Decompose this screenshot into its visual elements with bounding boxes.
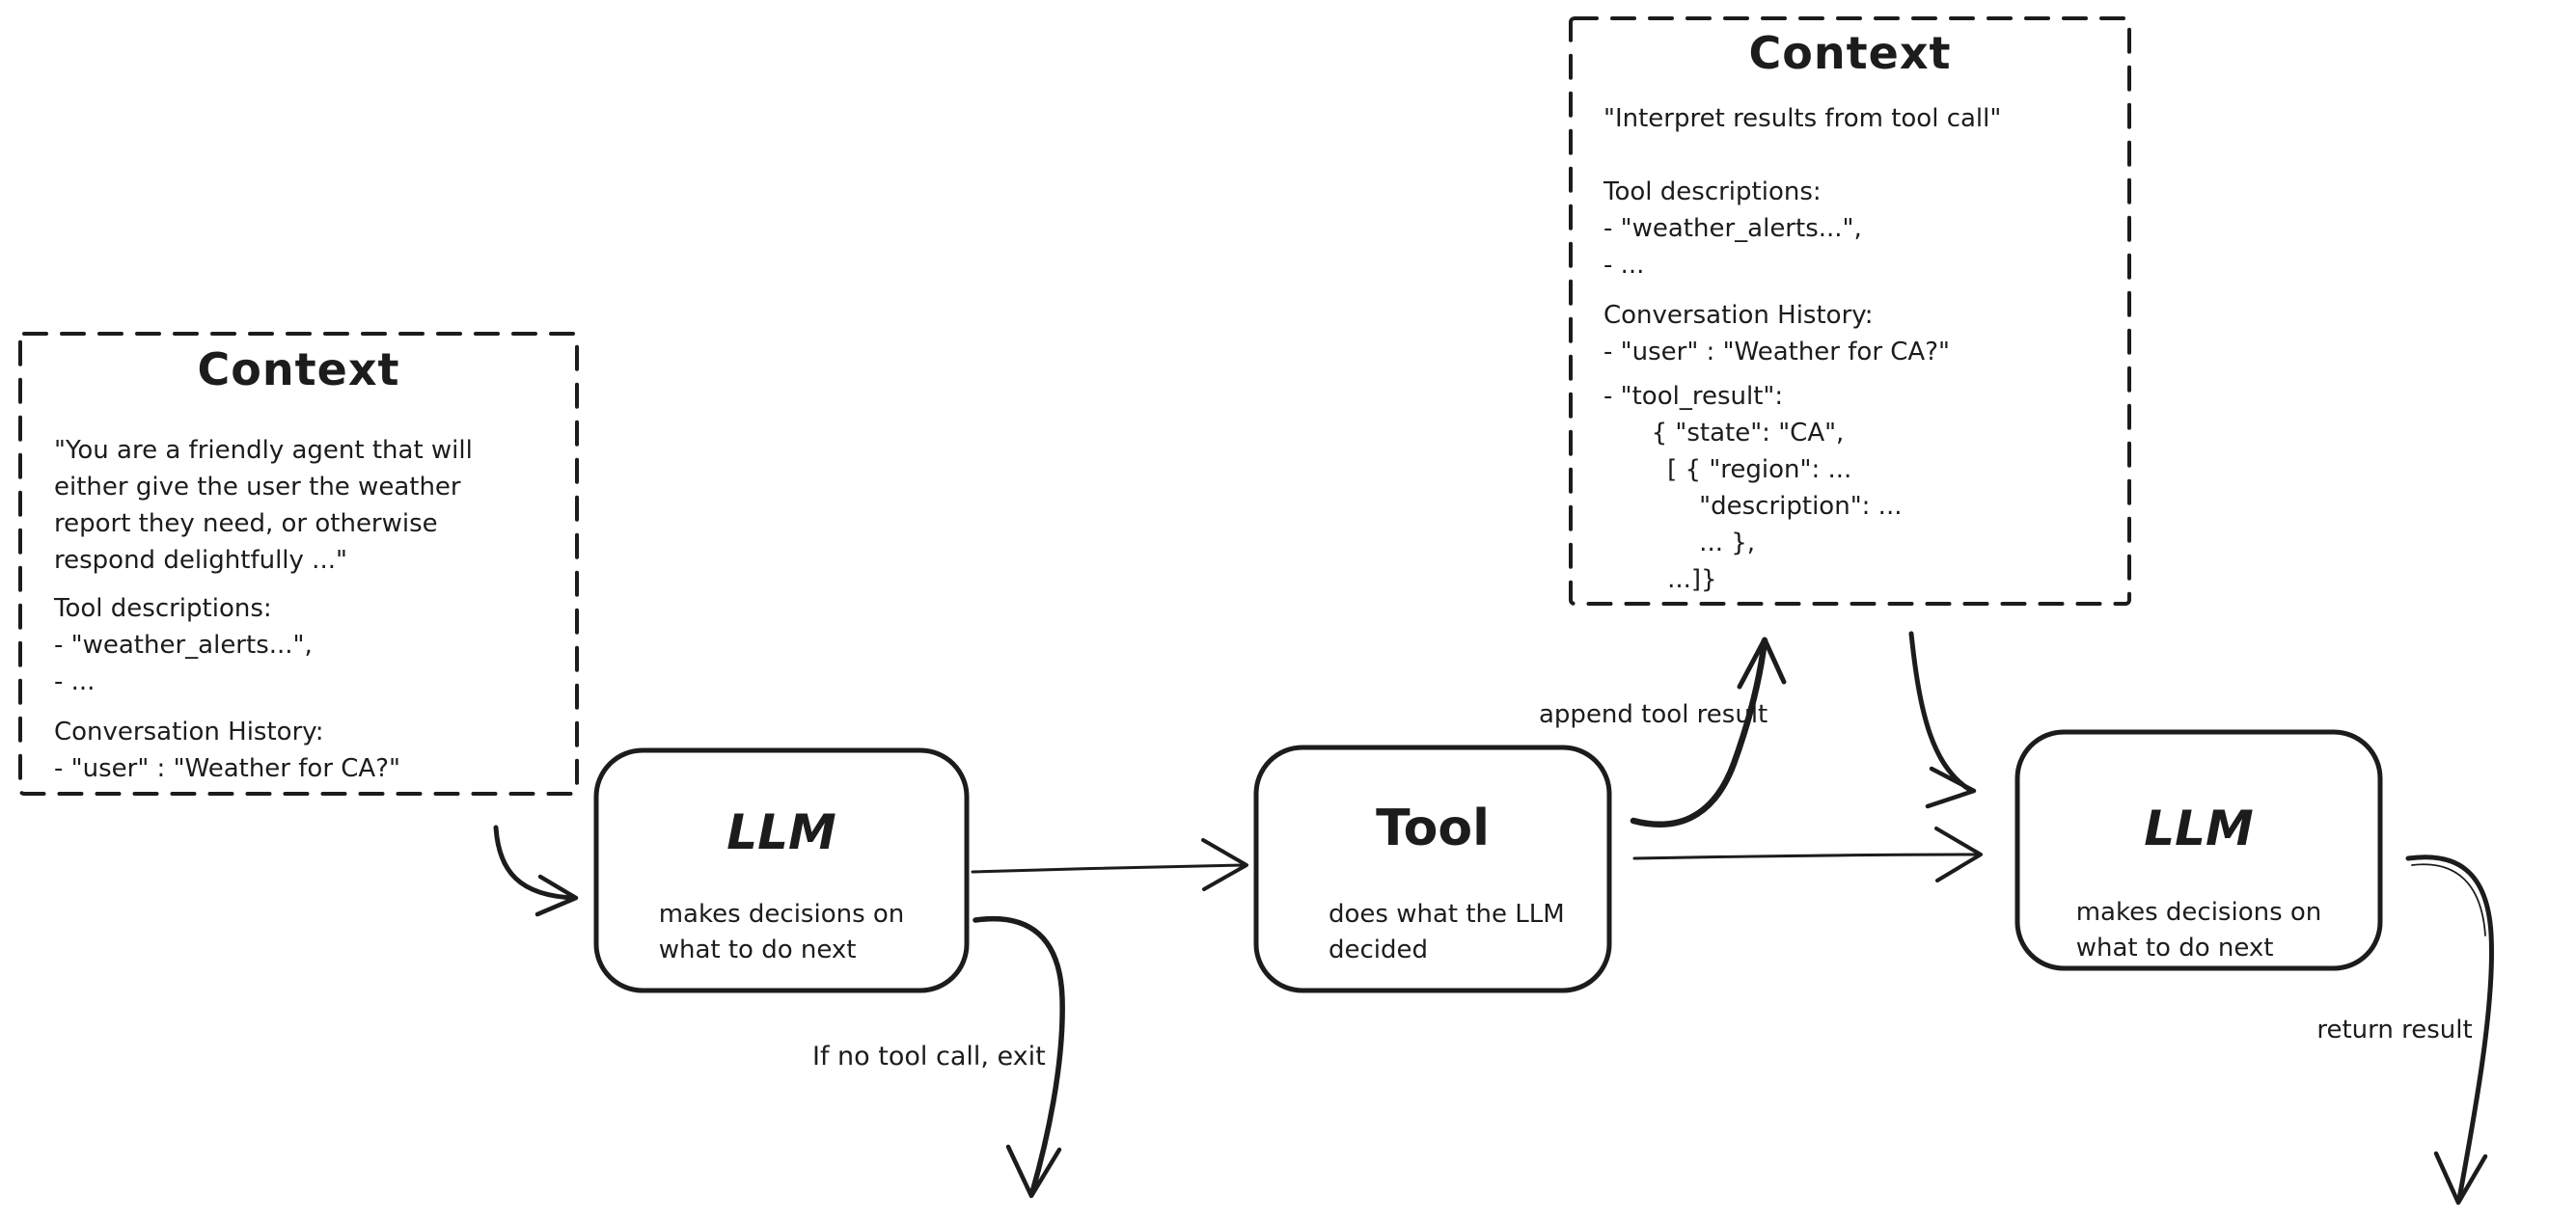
llm1-node-box bbox=[593, 747, 970, 993]
tool-node-title: Tool bbox=[1376, 800, 1490, 857]
return-result-label: return result bbox=[2316, 1016, 2473, 1045]
llm2-node-box bbox=[2014, 729, 2383, 971]
arrow-context-left-to-llm1 bbox=[493, 825, 579, 917]
tool-node-box bbox=[1253, 745, 1612, 993]
if-no-tool-call-exit-label: If no tool call, exit bbox=[812, 1042, 1046, 1072]
context-top-intro: "Interpret results from tool call" bbox=[1603, 104, 2002, 133]
arrow-llm2-return-result bbox=[2405, 855, 2494, 1206]
context-top-conversation-history: Conversation History:- "user" : "Weather… bbox=[1603, 301, 1950, 366]
arrow-llm1-to-tool bbox=[971, 838, 1248, 891]
context-left-box bbox=[18, 332, 579, 796]
arrow-tool-to-context-top bbox=[1630, 637, 1787, 828]
context-left-tool-descriptions: Tool descriptions:- "weather_alerts...",… bbox=[54, 594, 313, 696]
context-top-box bbox=[1569, 16, 2131, 606]
arrow-context-top-to-llm2 bbox=[1908, 631, 1977, 809]
llm1-node-title: LLM bbox=[726, 804, 836, 860]
context-left-conversation-history: Conversation History:- "user" : "Weather… bbox=[54, 718, 400, 783]
arrow-tool-to-llm2 bbox=[1632, 827, 1983, 882]
context-left-title: Context bbox=[197, 343, 400, 395]
arrow-llm1-exit bbox=[973, 916, 1065, 1199]
append-tool-result-label: append tool result bbox=[1539, 700, 1768, 729]
context-top-title: Context bbox=[1748, 27, 1952, 79]
llm2-node-title: LLM bbox=[2144, 800, 2254, 856]
context-top-tool-result: - "tool_result": { "state": "CA", [ { "r… bbox=[1603, 382, 1903, 594]
context-top-tool-descriptions: Tool descriptions:- "weather_alerts...",… bbox=[1603, 177, 1862, 280]
